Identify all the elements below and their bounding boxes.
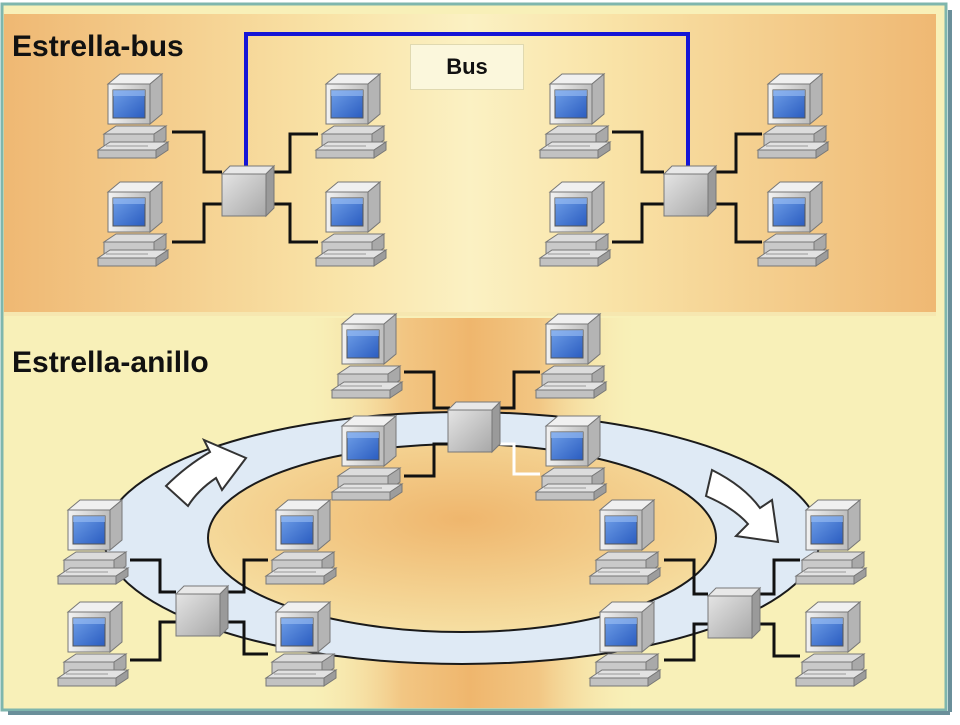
star-bus-right-group (539, 73, 829, 267)
hub-icon (175, 585, 229, 637)
computer-icon (589, 499, 661, 585)
computer-icon (539, 181, 611, 267)
computer-icon (265, 601, 337, 687)
star-bus-left-group (97, 73, 387, 267)
hub-icon (221, 165, 275, 217)
computer-icon (331, 313, 403, 399)
computer-icon (315, 181, 387, 267)
computer-icon (331, 415, 403, 501)
computer-icon (757, 181, 829, 267)
computer-icon (265, 499, 337, 585)
star-ring-left-group (57, 499, 337, 687)
bus-line (244, 32, 690, 176)
computer-icon (57, 499, 129, 585)
computer-icon (795, 601, 867, 687)
computer-icon (535, 313, 607, 399)
computer-icon (795, 499, 867, 585)
star-ring-title: Estrella-anillo (12, 346, 209, 379)
computer-icon (757, 73, 829, 159)
computer-icon (539, 73, 611, 159)
star-ring-top-group (331, 313, 607, 501)
ring-arrow-icon (704, 468, 780, 544)
computer-icon (97, 73, 169, 159)
ring-arrow-icon (164, 438, 248, 508)
computer-icon (315, 73, 387, 159)
star-ring-right-group (589, 499, 867, 687)
hub-icon (707, 587, 761, 639)
computer-icon (97, 181, 169, 267)
hub-icon (663, 165, 717, 217)
star-bus-title: Estrella-bus (12, 30, 184, 63)
bus-label: Bus (410, 44, 524, 90)
computer-icon (57, 601, 129, 687)
computer-icon (589, 601, 661, 687)
hub-icon (447, 401, 501, 453)
computer-icon (535, 415, 607, 501)
